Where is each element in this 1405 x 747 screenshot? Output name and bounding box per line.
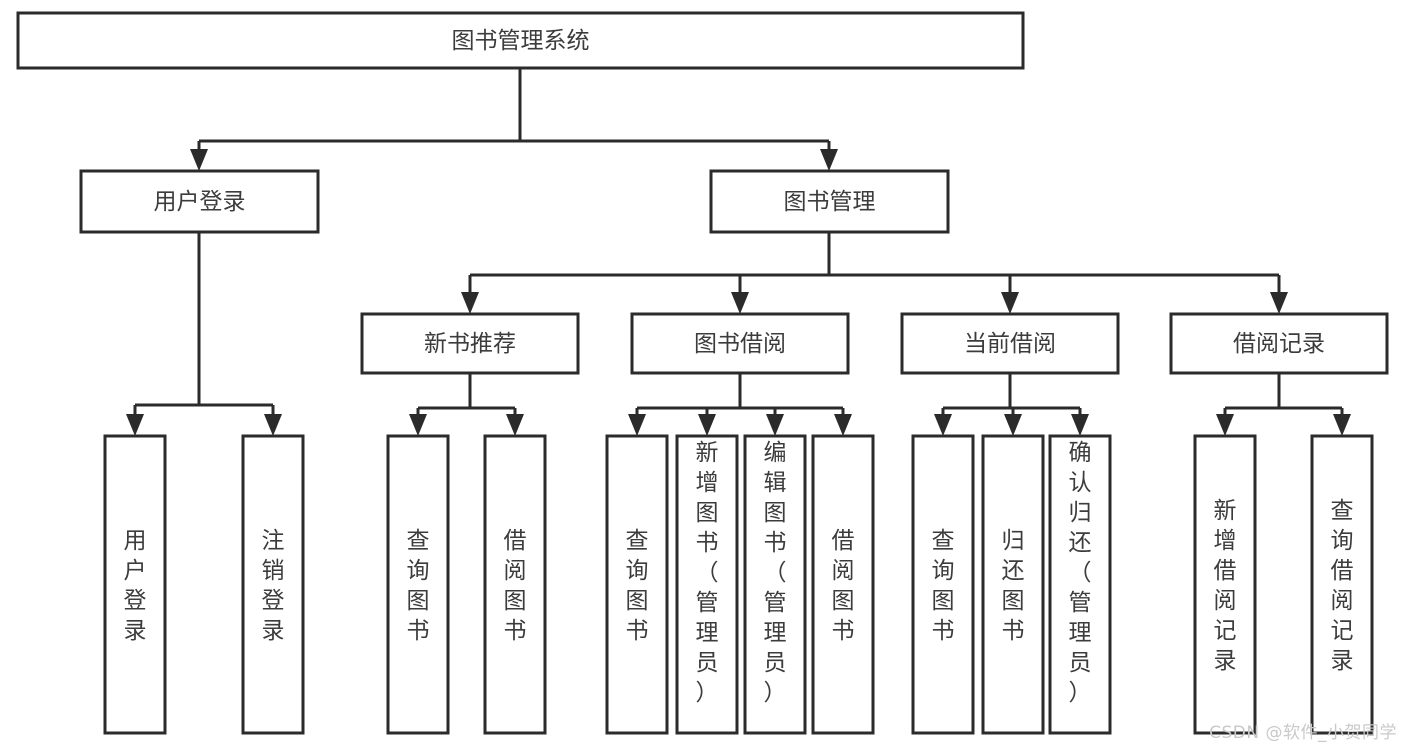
node-current-borrow[interactable]: 当前借阅 [900,312,1120,375]
node-leaf-borrow-book[interactable]: 借阅图书 [811,434,875,735]
node-user-login[interactable]: 用户登录 [79,169,320,234]
node-book-manage[interactable]: 图书管理 [709,169,950,234]
connector-conn-user-login [126,232,282,436]
node-leaf-query-book-rec[interactable]: 查询图书 [386,434,450,735]
arrow-head-icon [731,292,749,314]
node-box[interactable] [675,434,739,735]
node-leaf-query-book-cur[interactable]: 查询图书 [911,434,975,735]
nodes-layer: 图书管理系统用户登录图书管理新书推荐图书借阅当前借阅借阅记录用户登录注销登录查询… [16,11,1389,735]
node-leaf-confirm-return[interactable]: 确认归还（管理员） [1048,434,1112,735]
node-box[interactable] [1193,434,1257,735]
arrow-head-icon [766,414,784,436]
arrow-head-icon [834,414,852,436]
node-label: 图书借阅 [694,331,786,357]
watermark-label: CSDN @软件_小贺同学 [1209,723,1397,743]
node-box[interactable] [483,434,547,735]
node-label: 新书推荐 [424,331,516,357]
node-leaf-edit-book[interactable]: 编辑图书（管理员） [743,434,807,735]
node-borrow-record[interactable]: 借阅记录 [1169,312,1389,375]
node-label: 查询图书 [932,528,955,644]
node-leaf-borrow-book-rec[interactable]: 借阅图书 [483,434,547,735]
node-box[interactable] [1048,434,1112,735]
arrow-head-icon [1071,414,1089,436]
connector-conn-current-borrow [934,373,1089,436]
connector-conn-new-book [409,373,524,436]
node-label: 用户登录 [124,528,147,644]
connector-conn-book-borrow [628,373,852,436]
node-label: 借阅图书 [504,528,527,644]
arrow-head-icon [820,149,838,171]
node-label: 确认归还（管理员） [1069,440,1092,706]
arrow-head-icon [126,414,144,436]
node-box[interactable] [811,434,875,735]
node-label: 借阅记录 [1233,331,1325,357]
arrow-head-icon [698,414,716,436]
node-box[interactable] [1169,312,1389,375]
node-leaf-logout[interactable]: 注销登录 [241,434,305,735]
node-label: 归还图书 [1002,528,1025,644]
node-label: 借阅图书 [832,528,855,644]
node-label: 新增图书（管理员） [696,440,719,706]
node-label: 新增借阅记录 [1214,498,1237,674]
node-box[interactable] [79,169,320,234]
node-box[interactable] [241,434,305,735]
node-book-borrow[interactable]: 图书借阅 [630,312,850,375]
node-box[interactable] [743,434,807,735]
node-label: 注销登录 [262,528,285,644]
node-leaf-query-book[interactable]: 查询图书 [605,434,669,735]
arrow-head-icon [409,414,427,436]
arrow-head-icon [628,414,646,436]
arrow-head-icon [190,149,208,171]
arrow-head-icon [934,414,952,436]
connector-conn-root [190,68,838,171]
node-box[interactable] [1310,434,1374,735]
node-leaf-add-book[interactable]: 新增图书（管理员） [675,434,739,735]
arrow-head-icon [461,292,479,314]
arrow-head-icon [1001,292,1019,314]
node-root[interactable]: 图书管理系统 [16,11,1025,70]
node-label: 查询图书 [407,528,430,644]
node-leaf-query-record[interactable]: 查询借阅记录 [1310,434,1374,735]
node-label: 图书管理 [784,189,876,215]
node-label: 用户登录 [154,189,246,215]
arrow-head-icon [1004,414,1022,436]
node-leaf-return-book[interactable]: 归还图书 [981,434,1045,735]
node-box[interactable] [360,312,580,375]
node-leaf-add-record[interactable]: 新增借阅记录 [1193,434,1257,735]
connector-conn-book-manage [461,232,1288,314]
node-label: 查询借阅记录 [1331,498,1354,674]
node-box[interactable] [16,11,1025,70]
arrow-head-icon [1333,414,1351,436]
node-new-book-rec[interactable]: 新书推荐 [360,312,580,375]
arrow-head-icon [264,414,282,436]
node-box[interactable] [981,434,1045,735]
node-box[interactable] [605,434,669,735]
arrow-head-icon [1270,292,1288,314]
node-label: 查询图书 [626,528,649,644]
node-box[interactable] [900,312,1120,375]
node-leaf-user-login[interactable]: 用户登录 [103,434,167,735]
node-label: 当前借阅 [964,331,1056,357]
node-box[interactable] [630,312,850,375]
arrow-head-icon [506,414,524,436]
node-label: 图书管理系统 [452,28,590,54]
arrow-head-icon [1216,414,1234,436]
node-label: 编辑图书（管理员） [764,440,787,706]
node-box[interactable] [911,434,975,735]
edges-layer [126,68,1351,436]
connector-conn-borrow-record [1216,373,1351,436]
node-box[interactable] [709,169,950,234]
node-box[interactable] [386,434,450,735]
node-box[interactable] [103,434,167,735]
